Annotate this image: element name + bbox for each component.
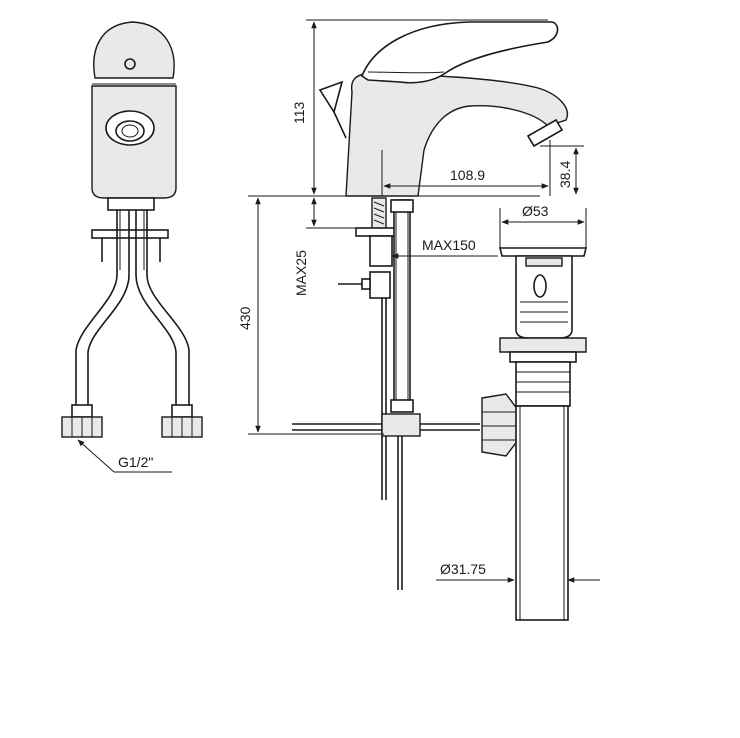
drain-flange xyxy=(498,247,588,257)
dim-430-label: 430 xyxy=(237,306,253,330)
dim-max25-label: MAX25 xyxy=(293,250,309,296)
pivot-nut xyxy=(481,393,519,457)
front-shank xyxy=(107,197,155,211)
spout-aerator xyxy=(526,118,564,148)
front-hose-nut-left xyxy=(61,404,103,438)
drain-stopper xyxy=(515,255,573,339)
dim-53-label: Ø53 xyxy=(522,203,549,219)
drain-assembly xyxy=(498,247,588,621)
dim-108-label: 108.9 xyxy=(450,167,485,183)
dim-113-label: 113 xyxy=(291,101,307,124)
front-cap-dot xyxy=(124,58,136,70)
front-hose-nut-right xyxy=(161,404,203,438)
drain-tailpiece xyxy=(515,405,569,621)
side-view xyxy=(248,21,569,590)
thread-label: G1/2" xyxy=(118,454,153,470)
dimension-lines: 113 108.9 38.4 MAX25 MAX150 Ø53 430 Ø31.… xyxy=(237,19,600,583)
thread-leader-line xyxy=(77,439,115,473)
dim-max150-label: MAX150 xyxy=(422,237,476,253)
popup-rod-knob xyxy=(318,80,344,114)
rod-connector xyxy=(369,271,391,299)
front-mounting-plate xyxy=(91,229,169,239)
front-lever-cap xyxy=(93,21,175,79)
faucet-lever xyxy=(361,21,559,84)
front-hoses xyxy=(75,210,190,405)
drain-lock-nut xyxy=(499,337,587,353)
front-view: G1/2" xyxy=(61,21,203,473)
front-aerator-inner xyxy=(115,120,145,142)
dim-38-label: 38.4 xyxy=(557,161,573,188)
dim-3175-label: Ø31.75 xyxy=(440,561,486,577)
